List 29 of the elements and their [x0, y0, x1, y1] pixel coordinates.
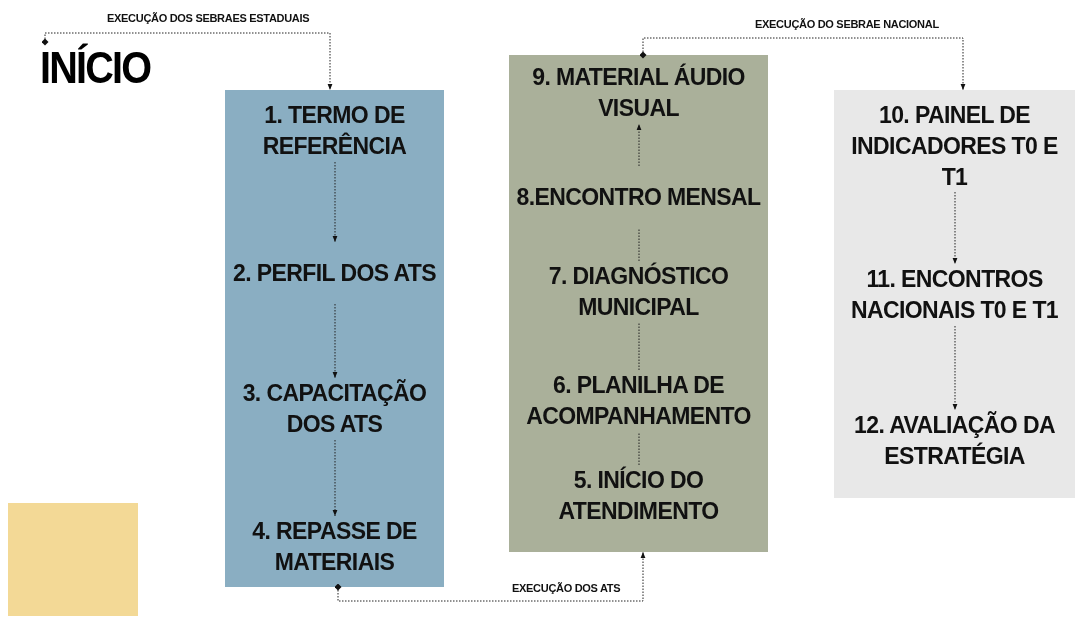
step-label: 11. ENCONTROS NACIONAIS T0 E T1: [834, 264, 1075, 326]
connector-arrow: [639, 37, 966, 91]
step-label: 1. TERMO DE REFERÊNCIA: [225, 100, 444, 162]
step-panel: [509, 55, 768, 552]
step-label: 5. INÍCIO DO ATENDIMENTO: [509, 465, 768, 527]
connector-arrow: [332, 303, 338, 379]
step-label: 7. DIAGNÓSTICO MUNICIPAL: [509, 261, 768, 323]
connector-arrow: [41, 32, 333, 91]
connector-arrow: [332, 161, 338, 243]
step-label: 4. REPASSE DE MATERIAIS: [225, 516, 444, 578]
connector-arrow: [332, 439, 338, 517]
edge-label: EXECUÇÃO DO SEBRAE NACIONAL: [755, 18, 939, 30]
edge-label: EXECUÇÃO DOS SEBRAES ESTADUAIS: [107, 12, 310, 24]
step-label: 12. AVALIAÇÃO DA ESTRATÉGIA: [834, 410, 1075, 472]
step-label: 6. PLANILHA DE ACOMPANHAMENTO: [509, 370, 768, 432]
step-panel: [834, 90, 1075, 498]
connector-arrow: [952, 325, 958, 411]
edge-label: EXECUÇÃO DOS ATS: [512, 582, 621, 594]
step-label: 3. CAPACITAÇÃO DOS ATS: [225, 378, 444, 440]
step-label: 2. PERFIL DOS ATS: [225, 242, 444, 304]
step-panel: [225, 90, 444, 587]
step-label: 9. MATERIAL ÁUDIO VISUAL: [509, 62, 768, 124]
step-label: 10. PAINEL DE INDICADORES T0 E T1: [834, 100, 1075, 192]
step-label: 8.ENCONTRO MENSAL: [509, 166, 768, 228]
connector-arrow: [952, 191, 958, 265]
connector-arrow: [334, 551, 646, 602]
start-title: INÍCIO: [40, 42, 166, 94]
color-block: [8, 503, 138, 616]
connector-arrow: [636, 123, 642, 167]
